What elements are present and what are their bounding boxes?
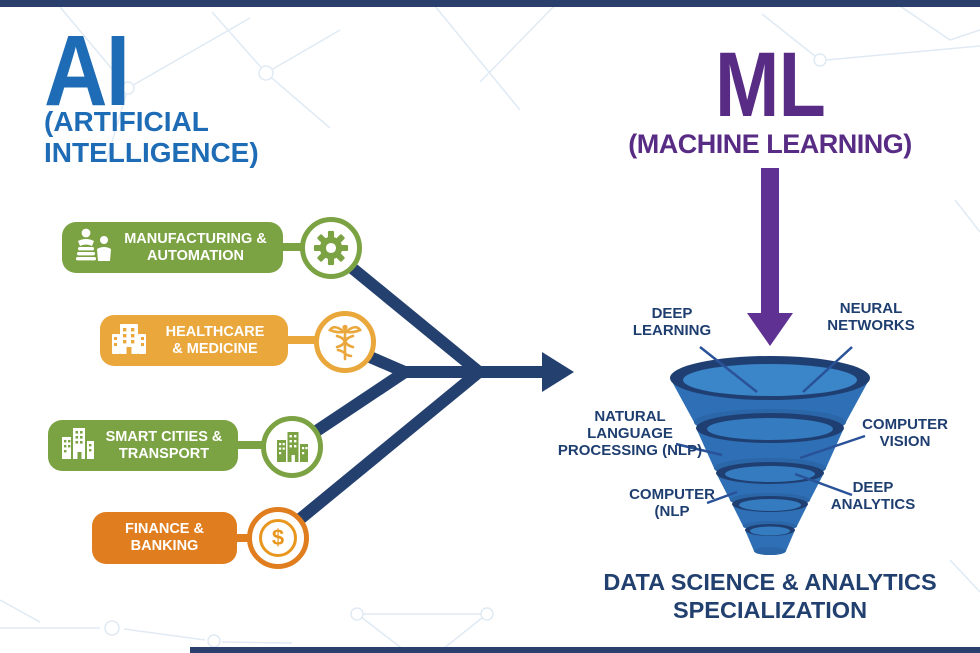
dollar-coin-icon: $ [259, 519, 297, 557]
label-leader-lines [675, 346, 866, 505]
funnel-label-deep-learning: DEEP LEARNING [632, 305, 712, 339]
hospital-icon [110, 320, 148, 361]
dollar-glyph: $ [271, 525, 285, 550]
city-icon [277, 432, 308, 462]
caduceus-icon [328, 324, 362, 361]
funnel-label-computer-vision: COMPUTER VISION [862, 416, 948, 450]
healthcare-badge [314, 311, 376, 373]
sector-pill-finance: FINANCE & BANKING [92, 512, 237, 564]
ml-subtitle: (MACHINE LEARNING) [628, 128, 912, 159]
sector-pill-smart-cities: SMART CITIES & TRANSPORT [48, 420, 238, 471]
right-arrowhead-icon [542, 352, 574, 392]
sector-label-line1: FINANCE & [125, 521, 204, 538]
finance-badge: $ [247, 507, 309, 569]
buildings-icon [58, 425, 96, 466]
specialization-caption: DATA SCIENCE & ANALYTICS SPECIALIZATION [570, 568, 970, 624]
pill-connectors [233, 243, 320, 542]
ai-subtitle-line1: (ARTIFICIAL [44, 106, 209, 137]
sector-label-line2: TRANSPORT [118, 445, 210, 462]
funnel-graphic [670, 356, 870, 555]
sector-label-line1: HEALTHCARE [165, 323, 265, 340]
funnel-label-nlp: NATURAL LANGUAGE PROCESSING (NLP) [557, 408, 703, 459]
sector-label: MANUFACTURING & AUTOMATION [114, 231, 277, 264]
ai-title: AI [44, 15, 130, 127]
caption-line1: DATA SCIENCE & ANALYTICS [603, 569, 937, 595]
funnel-tier-5 [745, 524, 795, 555]
factory-workers-icon [72, 227, 114, 268]
funnel-label-computer-nlp: COMPUTER (NLP [629, 486, 715, 520]
funnel-label-deep-analytics: DEEP ANALYTICS [830, 479, 916, 513]
ml-heading-block: ML (MACHINE LEARNING) [570, 34, 970, 160]
sector-pill-healthcare: HEALTHCARE & MEDICINE [100, 315, 288, 366]
ml-down-arrow-icon [747, 168, 793, 346]
sector-label-line1: SMART CITIES & [105, 428, 223, 445]
caption-line2: SPECIALIZATION [672, 597, 868, 624]
smart-cities-badge [261, 416, 323, 478]
sector-pill-manufacturing: MANUFACTURING & AUTOMATION [62, 222, 283, 273]
sector-label: HEALTHCARE & MEDICINE [148, 324, 282, 357]
ml-title: ML [715, 34, 826, 136]
sector-label-line2: BANKING [130, 538, 199, 554]
sector-label-line1: MANUFACTURING & [124, 230, 267, 247]
ai-subtitle-line2: INTELLIGENCE) [44, 137, 259, 169]
gear-icon [313, 230, 349, 266]
bottom-accent-bar [190, 647, 980, 653]
funnel-label-neural-networks: NEURAL NETWORKS [827, 300, 915, 334]
manufacturing-badge [300, 217, 362, 279]
ai-subtitle: (ARTIFICIAL INTELLIGENCE) [44, 106, 259, 169]
converging-lines [290, 258, 542, 529]
top-accent-bar [0, 0, 980, 7]
sector-label: SMART CITIES & TRANSPORT [96, 429, 232, 462]
sector-label: FINANCE & BANKING [98, 521, 231, 554]
sector-label-line2: & MEDICINE [172, 340, 258, 357]
sector-label-line2: AUTOMATION [147, 247, 244, 264]
